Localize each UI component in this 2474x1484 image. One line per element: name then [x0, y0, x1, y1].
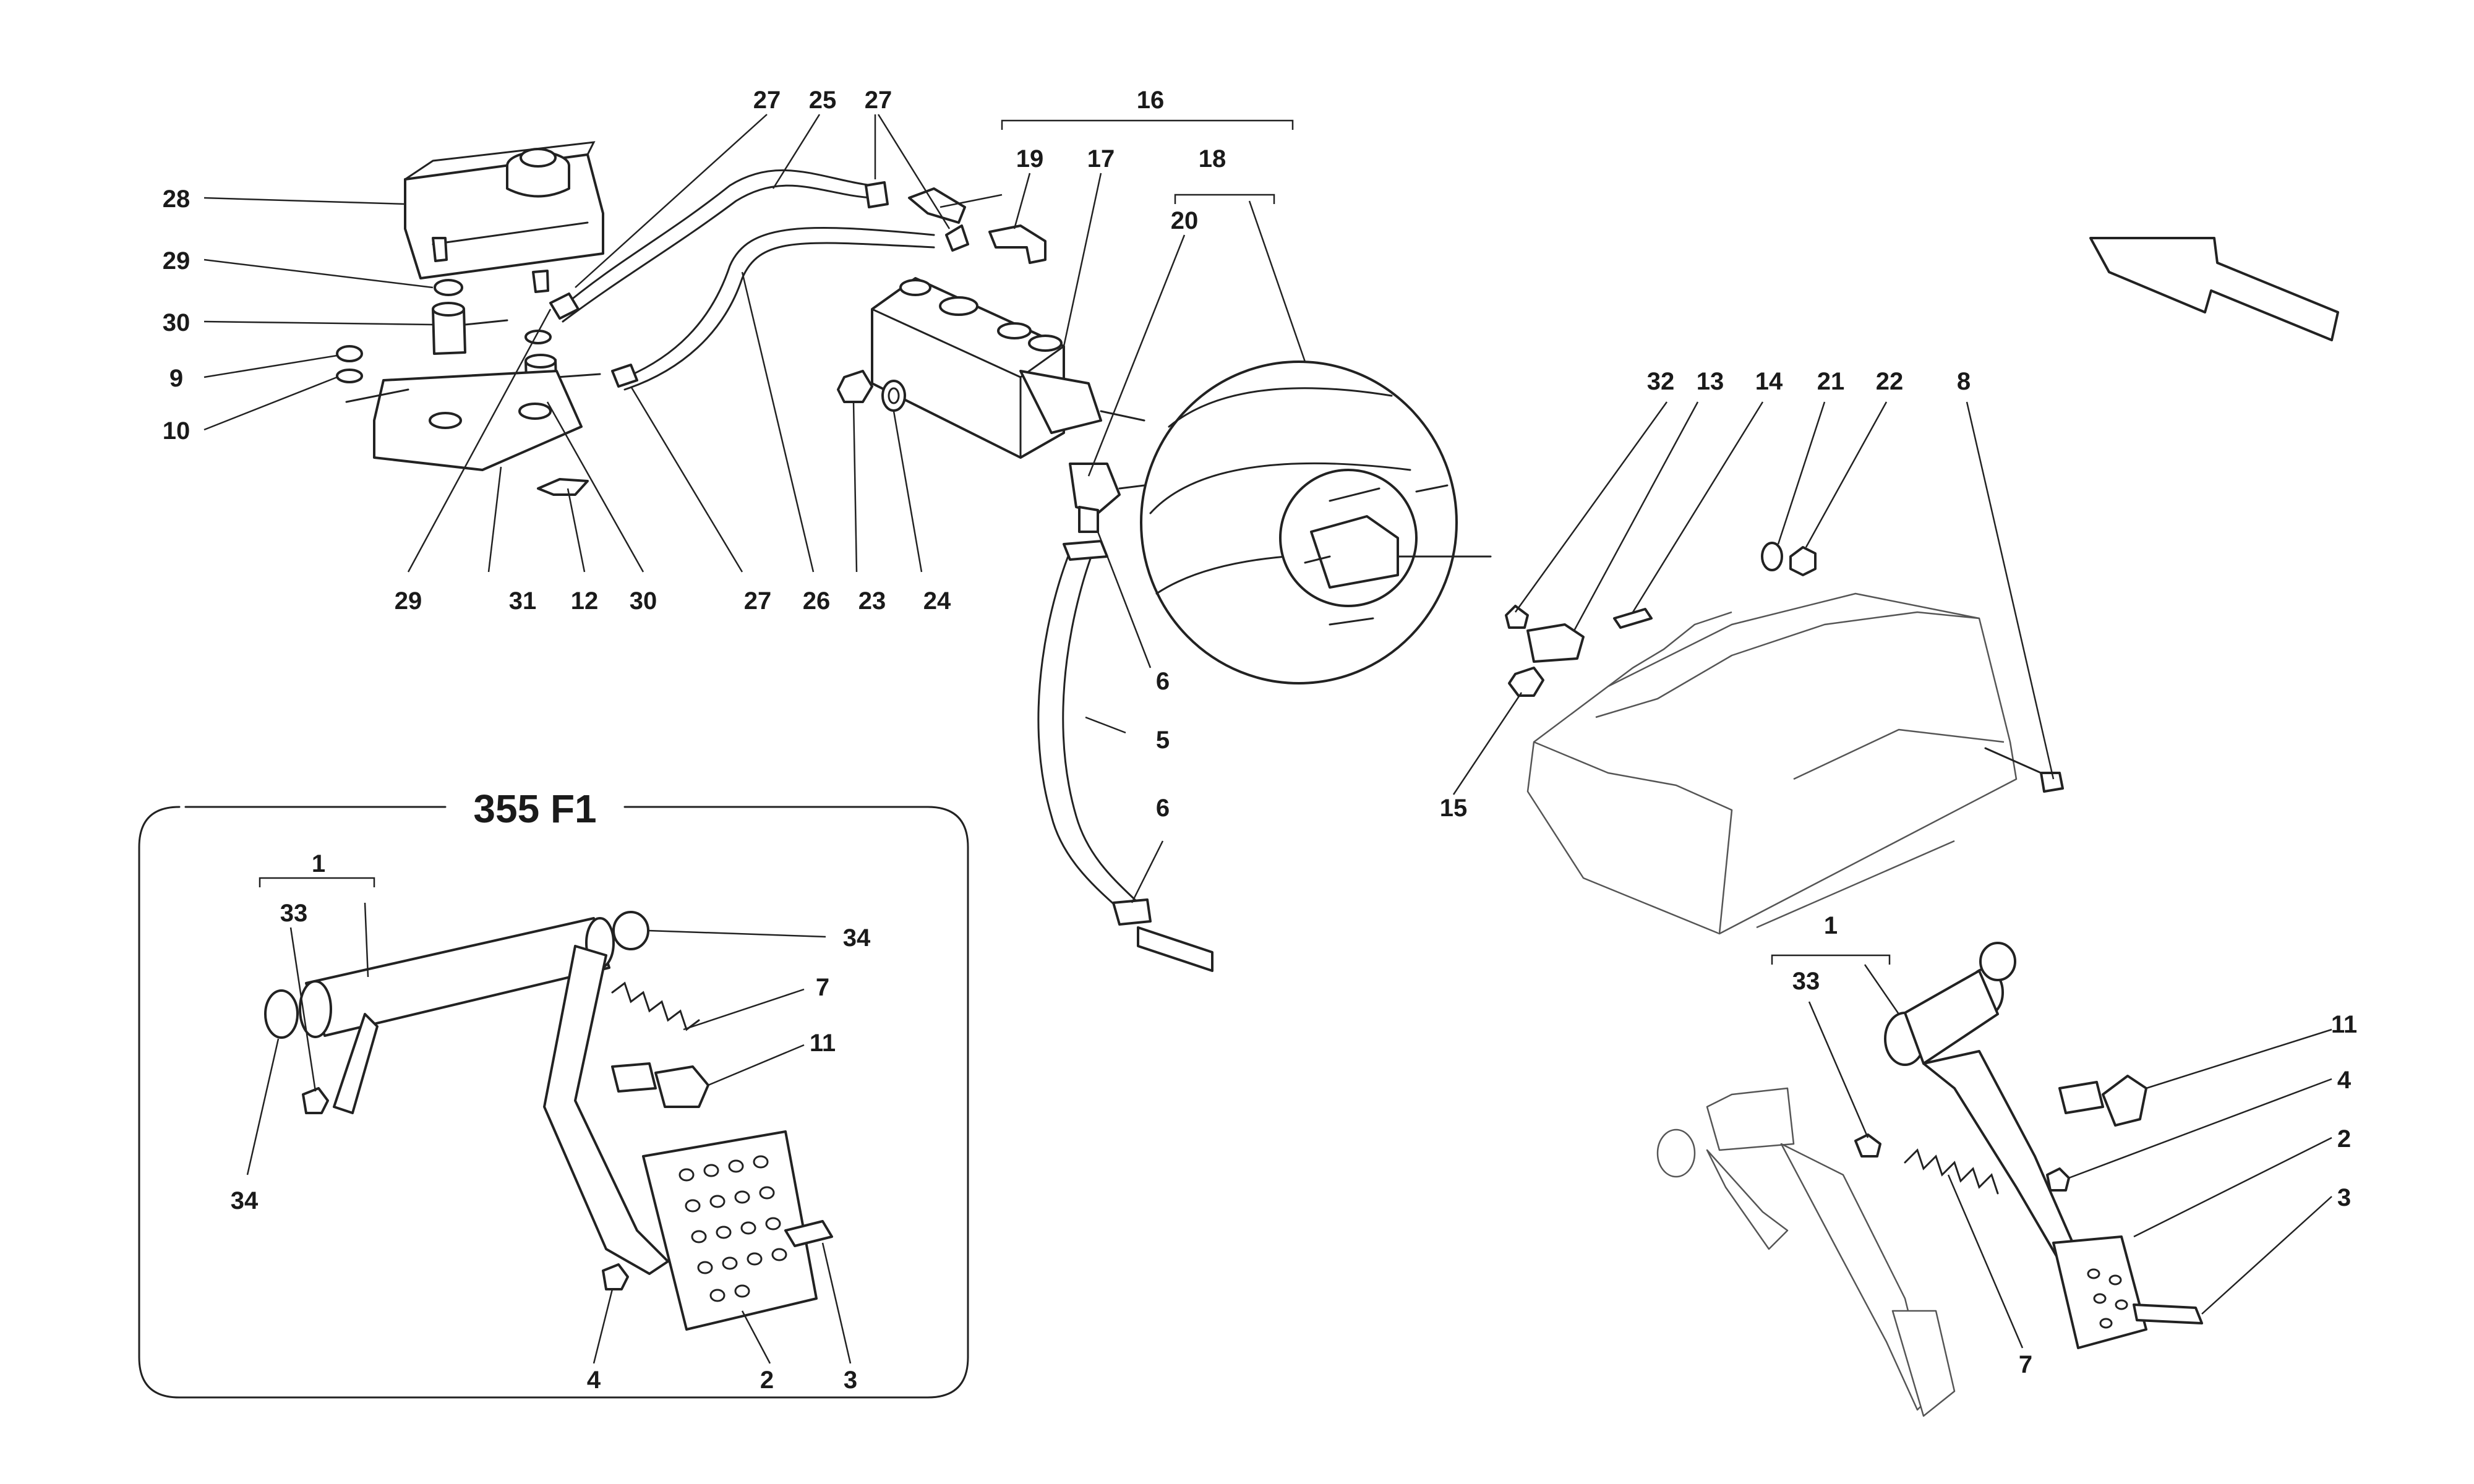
callout-22: 22: [1876, 368, 1904, 395]
brake-servo-booster: [1140, 360, 1492, 684]
callout-14: 14: [1755, 368, 1783, 395]
callout-29: 29: [163, 247, 190, 275]
callout-33: 33: [1792, 968, 1820, 995]
pedal-box-nuts: [1761, 542, 1817, 576]
callout-23: 23: [858, 587, 886, 615]
pedal-box-housing: [1526, 592, 2064, 935]
callout-11: 11: [810, 1030, 836, 1057]
callout-20: 20: [1171, 207, 1199, 234]
callout-30: 30: [630, 587, 657, 615]
callout-2: 2: [760, 1367, 774, 1394]
callout-28: 28: [163, 186, 190, 213]
pedal-assembly: [1656, 942, 2203, 1417]
brake-master-cylinder: [871, 277, 1145, 459]
callout-1: 1: [312, 850, 325, 877]
callout-7: 7: [2019, 1351, 2032, 1378]
callout-31: 31: [509, 587, 537, 615]
vacuum-check-valve: [1069, 463, 1145, 533]
callout-29: 29: [395, 587, 422, 615]
callout-27: 27: [865, 87, 892, 114]
callout-5: 5: [1156, 727, 1170, 754]
elbow-fittings: [908, 187, 1047, 264]
master-cylinder-nut-washer: [837, 370, 906, 412]
callout-3: 3: [844, 1367, 857, 1394]
reservoir-bracket: [345, 370, 589, 496]
inset-355-f1: [138, 806, 969, 1399]
callout-19: 19: [1016, 145, 1044, 173]
callout-26: 26: [803, 587, 831, 615]
callout-3: 3: [2337, 1184, 2351, 1211]
callout-6: 6: [1156, 795, 1170, 822]
callout-8: 8: [1957, 368, 1971, 395]
callout-10: 10: [163, 417, 190, 445]
callout-32: 32: [1647, 368, 1675, 395]
hose-clamps: [549, 181, 969, 388]
callout-9: 9: [169, 365, 183, 392]
leader-lines: [203, 114, 2332, 1364]
callout-2: 2: [2337, 1125, 2351, 1153]
callout-27: 27: [753, 87, 781, 114]
callout-33: 33: [280, 900, 308, 927]
callout-17: 17: [1087, 145, 1115, 173]
callout-24: 24: [923, 587, 951, 615]
callout-7: 7: [816, 974, 829, 1001]
callout-18: 18: [1199, 145, 1226, 173]
callout-13: 13: [1697, 368, 1724, 395]
callout-1: 1: [1824, 912, 1838, 939]
callout-4: 4: [587, 1367, 601, 1394]
callout-16: 16: [1137, 87, 1165, 114]
callout-25: 25: [809, 87, 837, 114]
reservoir-hoses: [559, 169, 935, 391]
callout-34: 34: [231, 1187, 259, 1214]
arrow-icon: [2089, 237, 2339, 341]
callout-6: 6: [1156, 668, 1170, 695]
callout-4: 4: [2337, 1067, 2352, 1094]
callout-34: 34: [843, 924, 871, 952]
nut-and-washer: [336, 345, 363, 383]
callout-30: 30: [163, 309, 190, 336]
vacuum-hose: [1037, 540, 1213, 972]
callout-21: 21: [1817, 368, 1845, 395]
callout-labels: 28 29 30 9 10 27 25 27 16 19 17 18 20 32…: [163, 87, 2357, 1394]
callout-11: 11: [2331, 1011, 2357, 1038]
brake-fluid-reservoir: [404, 141, 604, 293]
callout-27: 27: [744, 587, 772, 615]
callout-12: 12: [571, 587, 599, 615]
inset-title: 355 F1: [473, 787, 596, 831]
callout-15: 15: [1440, 795, 1468, 822]
pushrod-fork-and-fasteners: [1505, 605, 1653, 697]
